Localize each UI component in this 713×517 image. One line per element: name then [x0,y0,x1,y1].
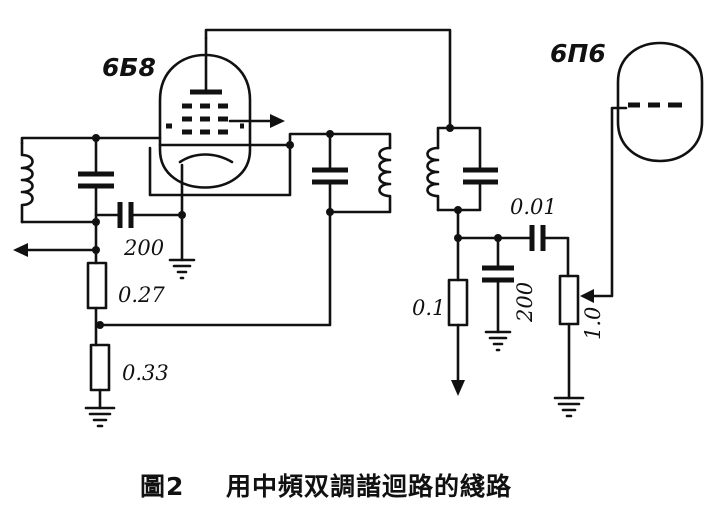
capacitor-001 [529,225,570,278]
tube-6b8-label: 6Б8 [102,53,156,82]
plate-wire [204,28,452,130]
pot-10-label: 1.0 [581,307,605,340]
capacitor-200-right [482,236,514,352]
ground-left-top [168,163,196,280]
potentiometer-10 [553,106,628,418]
res-033-label: 0.33 [122,361,169,385]
cap-200-left-label: 200 [123,236,164,260]
if-transformer-middle [158,130,392,216]
if-transformer-left [20,134,162,252]
tube-6p6-label: 6П6 [550,39,606,68]
tube-6b8 [158,36,285,189]
tube-6p6 [616,41,704,163]
output-arrow-left [13,243,100,257]
cap-200-right-label: 200 [513,282,537,323]
res-01-label: 0.1 [412,296,445,320]
feedback-wire [98,208,332,327]
if-transformer-right [426,124,498,214]
cathode-link [148,142,292,197]
res-027-label: 0.27 [118,283,165,307]
resistor-01 [447,236,469,396]
resistor-033 [84,343,116,428]
resistor-027 [86,248,108,347]
figure-title: 用中頻双調諧迴路的綫路 [226,472,512,501]
cap-001-label: 0.01 [510,195,557,219]
figure-number: 圖2 [140,472,184,501]
capacitor-200-left [94,202,186,228]
